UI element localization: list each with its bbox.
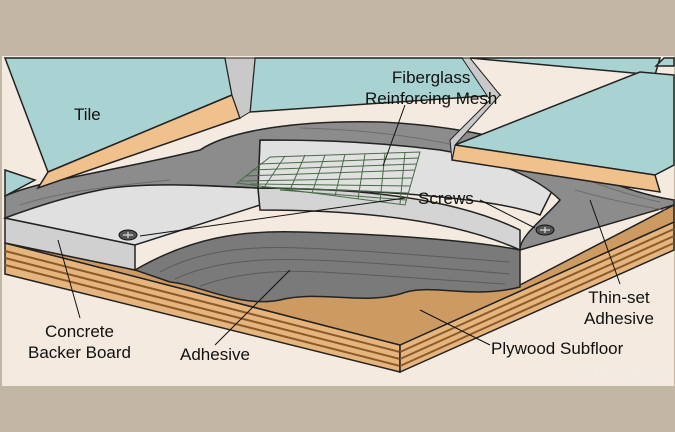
label-mesh: Fiberglass Reinforcing Mesh (365, 67, 497, 109)
bottom-frame (0, 386, 675, 432)
label-backer-line2: Backer Board (28, 343, 131, 362)
tile-2 (4, 168, 37, 198)
screw-left (118, 229, 138, 241)
leader-lines (57, 104, 621, 346)
label-mesh-line1: Fiberglass (391, 68, 471, 87)
adhesive-trowel-lines (159, 247, 511, 287)
label-thinset: Thin-set Adhesive (584, 287, 654, 329)
label-mesh-line2: Reinforcing Mesh (365, 89, 498, 108)
label-tile: Tile (74, 105, 101, 124)
label-backer-line1: Concrete (45, 322, 114, 341)
tiles (3, 57, 675, 198)
label-adhesive: Adhesive (180, 345, 250, 364)
label-backer-board: Concrete Backer Board (28, 321, 131, 363)
label-thinset-line1: Thin-set (588, 288, 650, 307)
tile-6 (654, 57, 675, 67)
adhesive-layer (133, 230, 521, 303)
label-screws: Screws (418, 189, 474, 208)
plywood-front-face (4, 242, 401, 373)
grout (224, 57, 501, 161)
label-thinset-line2: Adhesive (584, 309, 654, 328)
fiberglass-mesh (235, 151, 421, 206)
screw-right (535, 224, 555, 236)
credit-text: © HomeTips (579, 366, 663, 383)
label-plywood: Plywood Subfloor (491, 339, 624, 358)
